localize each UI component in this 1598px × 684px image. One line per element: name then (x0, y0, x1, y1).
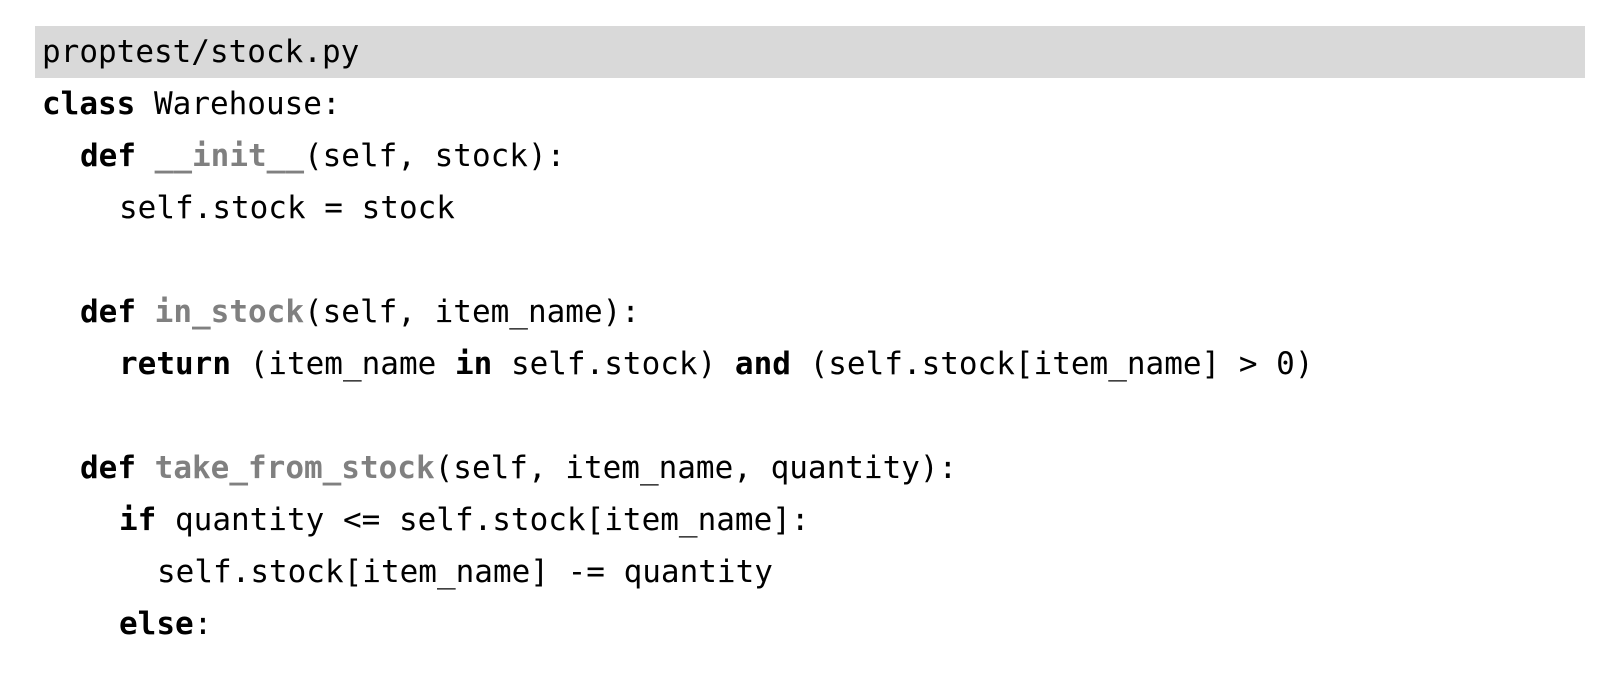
keyword-def: def (80, 294, 136, 330)
code-block: class Warehouse: def __init__(self, stoc… (35, 78, 1585, 650)
space (136, 450, 155, 486)
function-name-init: __init__ (154, 138, 304, 174)
class-name: Warehouse: (135, 86, 341, 122)
keyword-return: return (119, 346, 231, 382)
code-line-8: def take_from_stock(self, item_name, qua… (42, 442, 1585, 494)
code-line-1: class Warehouse: (42, 78, 1585, 130)
colon: : (193, 606, 213, 642)
code-line-blank (42, 390, 1585, 442)
expression-part: (item_name (230, 346, 455, 382)
expression-part: self.stock) (492, 346, 735, 382)
expression-part: (self.stock[item_name] > 0) (790, 346, 1314, 382)
function-params: (self, item_name, quantity): (434, 450, 958, 486)
code-line-5: def in_stock(self, item_name): (42, 286, 1585, 338)
keyword-def: def (80, 450, 136, 486)
function-params: (self, stock): (303, 138, 566, 174)
code-line-10: self.stock[item_name] -= quantity (42, 546, 1585, 598)
space (136, 294, 155, 330)
code-line-9: if quantity <= self.stock[item_name]: (42, 494, 1585, 546)
condition: quantity <= self.stock[item_name]: (156, 502, 810, 538)
statement: self.stock[item_name] -= quantity (157, 554, 773, 590)
function-name-take-from-stock: take_from_stock (154, 450, 435, 486)
keyword-class: class (42, 86, 136, 122)
space (136, 138, 155, 174)
statement: self.stock = stock (119, 190, 455, 226)
keyword-in: in (454, 346, 493, 382)
code-line-11: else: (42, 598, 1585, 650)
keyword-if: if (119, 502, 157, 538)
keyword-def: def (80, 138, 136, 174)
file-header: proptest/stock.py (35, 26, 1585, 78)
function-params: (self, item_name): (303, 294, 640, 330)
keyword-and: and (734, 346, 791, 382)
keyword-else: else (119, 606, 194, 642)
code-line-blank (42, 234, 1585, 286)
function-name-in-stock: in_stock (154, 294, 304, 330)
code-line-6: return (item_name in self.stock) and (se… (42, 338, 1585, 390)
code-line-3: self.stock = stock (42, 182, 1585, 234)
code-line-2: def __init__(self, stock): (42, 130, 1585, 182)
file-path: proptest/stock.py (42, 34, 360, 70)
